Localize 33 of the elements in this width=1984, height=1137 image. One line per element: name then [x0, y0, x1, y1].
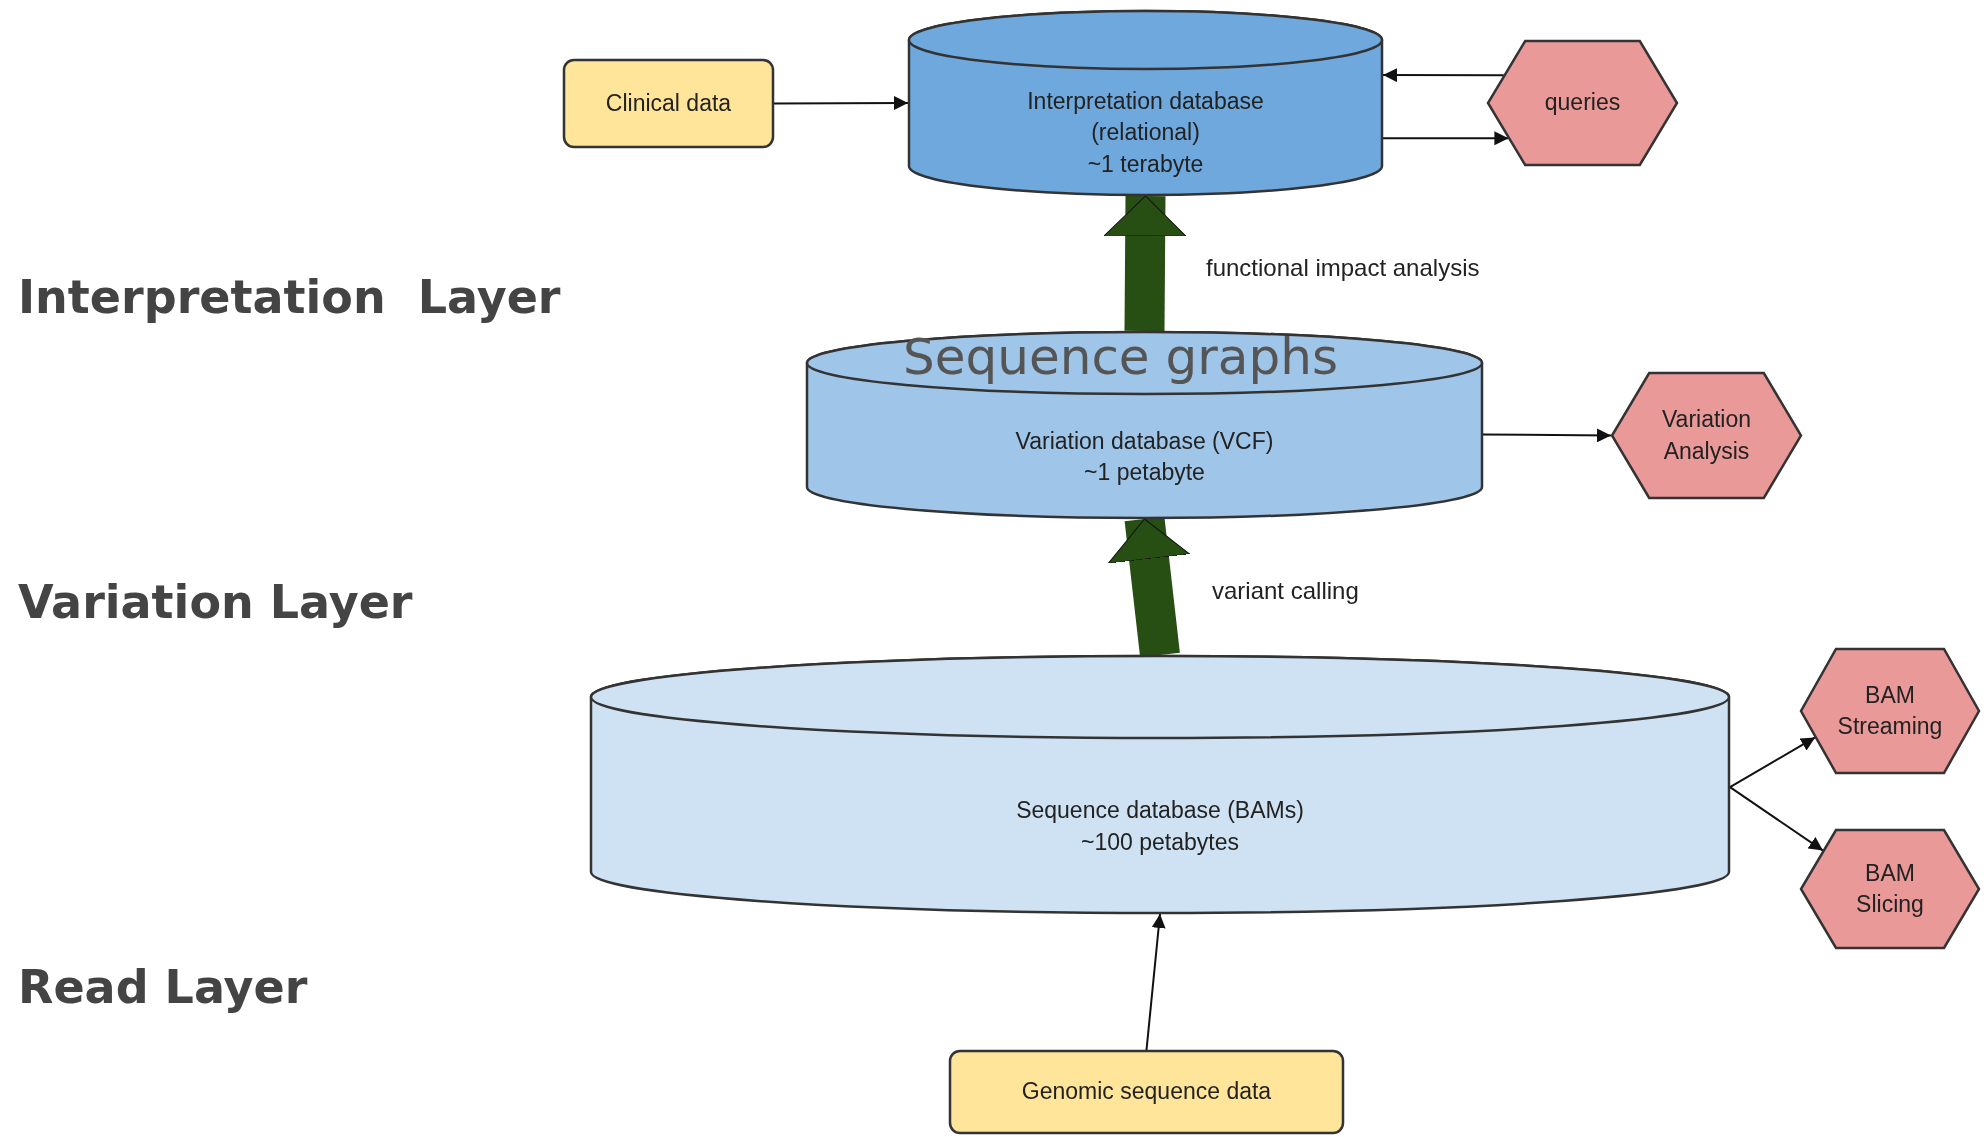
process-hexagon [1800, 829, 1980, 949]
node-label: queries [1544, 88, 1621, 118]
database-cylinder [806, 331, 1483, 519]
arrow [1145, 913, 1166, 1051]
layer-label: Interpretation Layer [18, 270, 561, 324]
node-label: Sequence database (BAMs) [1016, 796, 1304, 826]
process-hexagon [1800, 648, 1980, 774]
node-label: Variation database (VCF) [1015, 426, 1274, 456]
data-box [563, 59, 774, 148]
process-hexagon [1611, 372, 1802, 499]
arrow [1729, 736, 1817, 789]
arrow [1382, 68, 1505, 83]
node-label: Variation Analysis [1660, 405, 1753, 466]
node-label: ~100 petabytes [1081, 827, 1239, 857]
layer-label: Variation Layer [18, 575, 413, 629]
database-cylinder [590, 655, 1730, 914]
thick-arrow [1103, 195, 1187, 332]
node-label: ~1 terabyte [1087, 149, 1204, 179]
data-box [949, 1050, 1344, 1134]
database-cylinder [908, 10, 1383, 196]
node-label: Genomic sequence data [1021, 1077, 1272, 1107]
node-label: ~1 petabyte [1084, 458, 1205, 487]
node-label: (relational) [1091, 118, 1200, 148]
node-label: BAM Streaming [1836, 680, 1944, 741]
node-label: BAM Slicing [1855, 858, 1925, 919]
arrow [1729, 786, 1825, 852]
node-label: Clinical data [605, 88, 732, 118]
node-label: Interpretation database [1027, 87, 1264, 117]
arrow [773, 96, 909, 111]
overlay-title: Sequence graphs [903, 328, 1338, 386]
arrow [1482, 428, 1612, 443]
process-hexagon [1487, 40, 1678, 166]
layer-label: Read Layer [18, 960, 308, 1014]
